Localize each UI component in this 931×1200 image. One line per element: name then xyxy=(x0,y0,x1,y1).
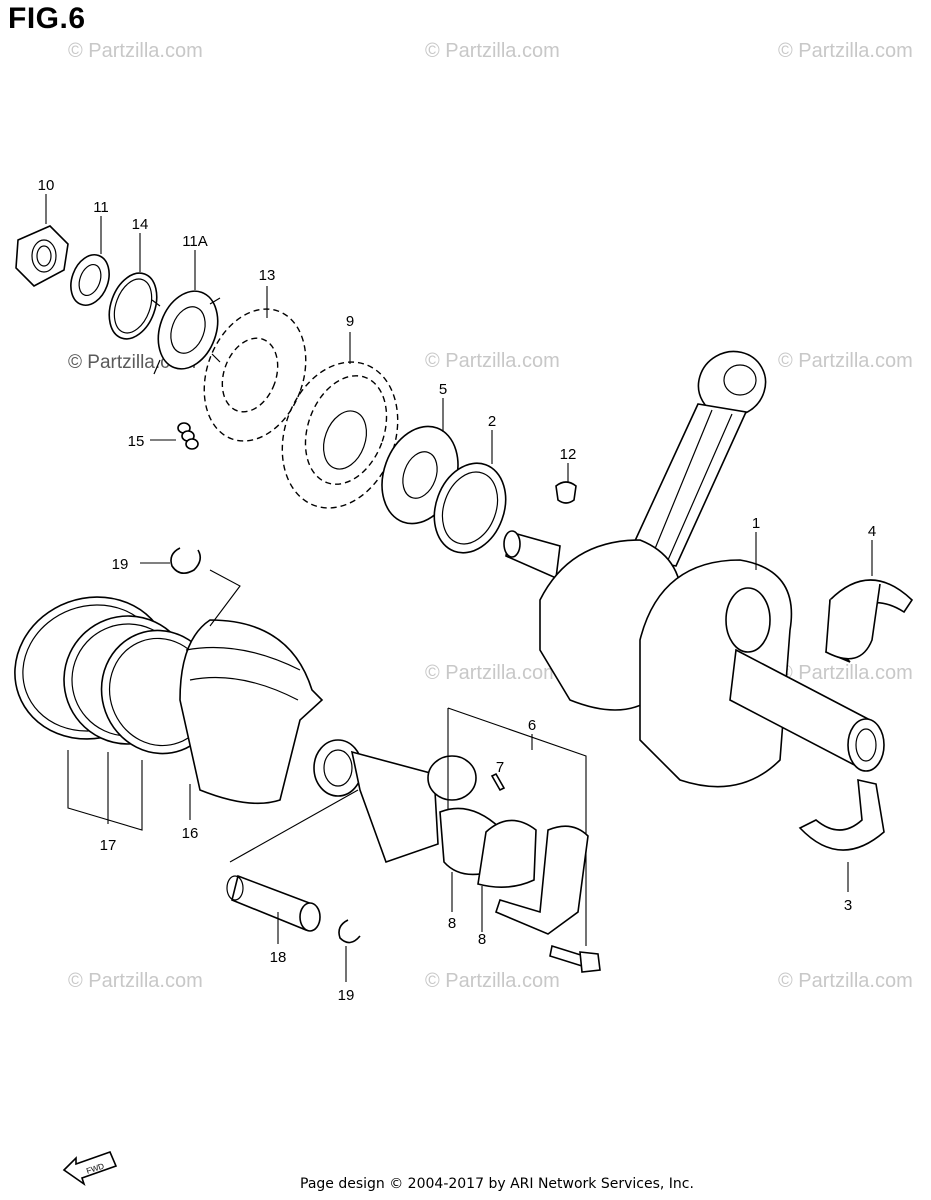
callout-18: 18 xyxy=(270,949,287,966)
part-11-washer[interactable] xyxy=(64,249,116,310)
callout-19-upper: 19 xyxy=(112,556,129,573)
callout-11: 11 xyxy=(93,199,109,216)
callout-3: 3 xyxy=(844,897,852,914)
part-4-bearing-upper[interactable] xyxy=(824,579,914,663)
callout-14: 14 xyxy=(132,216,149,233)
part-6-conrod-assembly[interactable] xyxy=(313,739,477,864)
part-12-key[interactable] xyxy=(555,481,577,504)
part-3-bearing-lower[interactable] xyxy=(798,778,885,851)
part-18-piston-pin[interactable] xyxy=(226,874,321,932)
part-1-crankshaft[interactable] xyxy=(503,339,885,788)
callout-15: 15 xyxy=(128,433,145,450)
figure-title: FIG.6 xyxy=(8,2,86,35)
part-13-gear[interactable] xyxy=(187,295,324,456)
part-6-conrod-bolt[interactable] xyxy=(549,944,601,973)
watermark: © Partzilla.com xyxy=(778,350,913,372)
fwd-arrow-icon: FWD xyxy=(62,1150,118,1187)
callout-9: 9 xyxy=(346,313,354,330)
watermark: © Partzilla.com xyxy=(778,40,913,62)
callout-2: 2 xyxy=(488,413,496,430)
watermark: © Partzilla.com xyxy=(778,970,913,992)
callout-1: 1 xyxy=(752,515,760,532)
watermark: © Partzilla.com xyxy=(68,40,203,62)
part-16-piston[interactable] xyxy=(179,619,324,805)
part-19-circlip-lower[interactable] xyxy=(338,919,361,944)
callout-11a: 11A xyxy=(182,233,208,250)
callout-19-lower: 19 xyxy=(338,987,355,1004)
footer-copyright: Page design © 2004-2017 by ARI Network S… xyxy=(300,1176,694,1192)
part-8-bearing-shells[interactable] xyxy=(439,807,537,888)
callout-8-left: 8 xyxy=(448,915,456,932)
watermark: © Partzilla.com xyxy=(425,40,560,62)
watermark: © Partzilla.com xyxy=(778,662,913,684)
part-15-spring[interactable] xyxy=(177,422,199,450)
callout-4: 4 xyxy=(868,523,876,540)
watermark: © Partzilla.com xyxy=(68,970,203,992)
part-19-circlip-upper[interactable] xyxy=(170,547,202,574)
callout-8-right: 8 xyxy=(478,931,486,948)
watermark: © Partzilla.com xyxy=(425,350,560,372)
callout-17: 17 xyxy=(100,837,117,854)
part-2-bearing[interactable] xyxy=(422,453,517,563)
part-7-dowel[interactable] xyxy=(490,772,506,792)
callout-16: 16 xyxy=(182,825,199,842)
part-6-conrod-cap[interactable] xyxy=(495,825,589,935)
part-14-circlip[interactable] xyxy=(101,267,166,346)
callout-6: 6 xyxy=(528,717,536,734)
part-11a-lock-washer[interactable] xyxy=(148,283,228,377)
callout-10: 10 xyxy=(38,177,55,194)
watermark: © Partzilla.com xyxy=(425,970,560,992)
callout-12: 12 xyxy=(560,446,577,463)
callout-13: 13 xyxy=(259,267,276,284)
callout-7: 7 xyxy=(496,759,504,776)
watermark: © Partzilla.com xyxy=(425,662,560,684)
callout-5: 5 xyxy=(439,381,447,398)
part-10-nut[interactable] xyxy=(15,225,69,287)
